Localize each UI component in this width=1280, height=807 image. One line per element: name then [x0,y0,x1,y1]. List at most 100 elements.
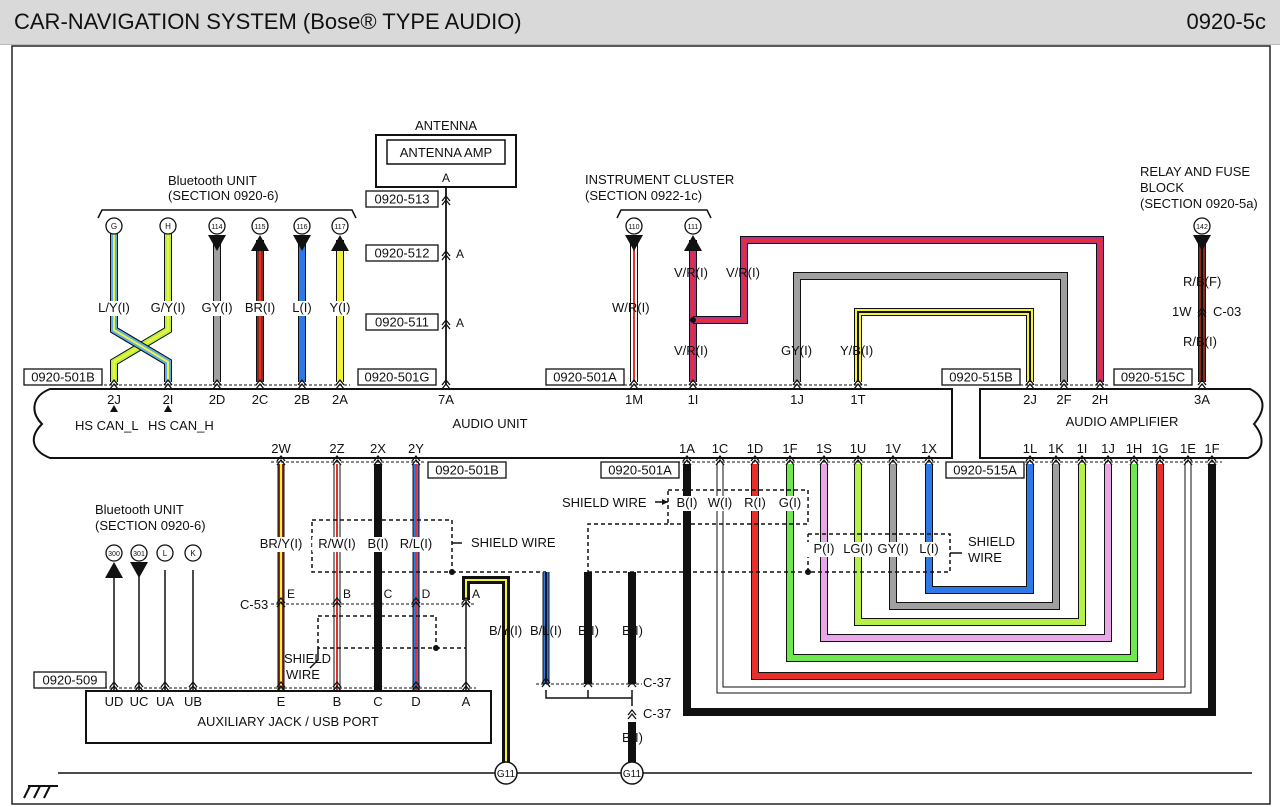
audio-bottom-pin-1V: 1V [885,441,901,456]
wire-g-1f-1h [786,464,1138,662]
shield-dot-upper [449,569,455,575]
aux-conn-C-b [373,684,383,692]
conn-box-515c-text: 0920-515C [1121,370,1185,385]
wire-label-rbi: R/B(I) [1183,334,1217,349]
shield-grp-label-1: W(I) [708,495,733,510]
conn-box-501b-low-text: 0920-501B [435,463,499,478]
audio-top-conn-2J [109,378,119,390]
audio-top-pin-1I: 1I [688,392,699,407]
aux-jack-label: AUXILIARY JACK / USB PORT [197,714,378,729]
aux-wire-label-3: R/L(I) [400,536,433,551]
aux-conn-UC [134,680,144,692]
audio-top-conn-2C-b [255,382,265,390]
bt-top-wire-label-2-bg [196,301,238,316]
shield-wire-aux-2: WIRE [286,667,320,682]
shield-box-amp [807,533,951,573]
conn-box-501b-text: 0920-501B [31,370,95,385]
antenna-pin-label: A [442,171,450,185]
antenna-pin-512: A [456,247,464,261]
audio-top-conn-7A [441,378,451,390]
shield-grp-label-2-bg [737,496,773,511]
wire-label-b1: B(I) [578,623,599,638]
wire-label-c03: C-03 [1213,304,1241,319]
shield-grp-label-1-bg [702,496,738,511]
amp-bottom-pin-1H: 1H [1126,441,1143,456]
audio-bottom-conn-1S-a [819,454,829,462]
c53-conn-E-b [276,600,286,608]
antenna-conn-1-b [441,253,451,261]
amp-bottom-conn-1J-a [1103,454,1113,462]
audio-top-pin-1J: 1J [790,392,804,407]
wire-ic-vr-amp-stripe [693,239,1101,382]
audio-bottom-pin-2Y: 2Y [408,441,424,456]
c37-conn-lower [627,708,637,720]
ic-bracket [616,209,712,219]
c53-conn-C-a [373,596,383,604]
aux-conn-UA [160,680,170,692]
amp-bottom-pin-1L: 1L [1023,441,1037,456]
wire-gy-1j-2f-outline [793,272,1068,382]
conn-box-515a-text: 0920-515A [953,463,1017,478]
bt-top-wire-label-4: L(I) [292,300,312,315]
bt-top-wire-label-1-bg [143,301,193,316]
audio-bottom-conn-1-a [332,454,342,462]
audio-bottom-conn-1V-a [888,454,898,462]
aux-conn-C-a [373,680,383,688]
c37-conn-0 [541,676,551,688]
relay-fuse-label-3: (SECTION 0920-5a) [1140,196,1258,211]
bt-left-terminal-300 [105,544,123,562]
bt-top-wire-label-3: BR(I) [245,300,275,315]
c53-conn-C [373,596,383,608]
audio-bottom-conn-1X-b [924,458,934,466]
wire-l-1x-1l-outline [925,464,1034,594]
wire-w-1c-1e [716,464,1192,694]
ground-label-0: G11 [497,769,516,780]
amp-top-conn-3A-b [1197,382,1207,390]
audio-top-pin-1M: 1M [625,392,643,407]
amp-bottom-conn-1I-a [1077,454,1087,462]
aux-wire-label-0: BR/Y(I) [260,536,303,551]
conn-box-501b [23,368,103,386]
bt-left-terminal-300-text: 300 [108,551,120,558]
wire-label-c53: C-53 [240,597,268,612]
audio-top-pin-2A: 2A [332,392,348,407]
audio-top-conn-2B-a [297,378,307,386]
amp-bottom-conn-1F-b [1207,458,1217,466]
aux-conn-E-b [276,684,286,692]
audio-top-conn-2D-a [212,378,222,386]
aux-conn-B [332,680,342,692]
audio-bottom-conn-1U [853,454,863,466]
amp-bottom-conn-1K-b [1051,458,1061,466]
c53-pin-C: C [384,587,393,601]
aux-conn-A [461,680,471,692]
audio-top-conn-1I-a [688,378,698,386]
shield-leader-aux [309,648,319,669]
aux-conn-UD [109,680,119,692]
bt-top-wire-label-2: GY(I) [201,300,232,315]
amp-grp-label-1: LG(I) [843,541,873,556]
c53-conn-A [461,596,471,608]
amp-top-conn-2J [1025,378,1035,390]
wire-r-1d-1g [751,464,1164,680]
audio-bottom-conn-2-a [373,454,383,462]
c53-pin-D: D [422,587,431,601]
c37-conn-2 [627,676,637,688]
audio-top-conn-2C [255,378,265,390]
bt-top-wire-label-5-bg [322,301,358,316]
ic-terminal-111-arrow-up-icon [684,235,702,251]
audio-top-conn-1T [853,378,863,390]
audio-bottom-conn-1S [819,454,829,466]
conn-box-515b-text: 0920-515B [949,370,1013,385]
audio-bottom-conn-3-a [411,454,421,462]
c37-conn-1 [583,676,593,688]
wire-c37-bus [545,690,632,699]
wire-label-b2: B(I) [622,623,643,638]
audio-unit-box [32,388,953,459]
bt-top-terminal-3-arrow-up-icon [251,235,269,251]
audio-top-conn-2A [335,378,345,390]
conn-box-501a-low [600,461,680,479]
wire-label-vr1: V/R(I) [674,265,708,280]
can-h-label: HS CAN_H [148,418,214,433]
amp-grp-label-1-bg [837,542,879,557]
audio-bottom-pin-1F: 1F [782,441,797,456]
